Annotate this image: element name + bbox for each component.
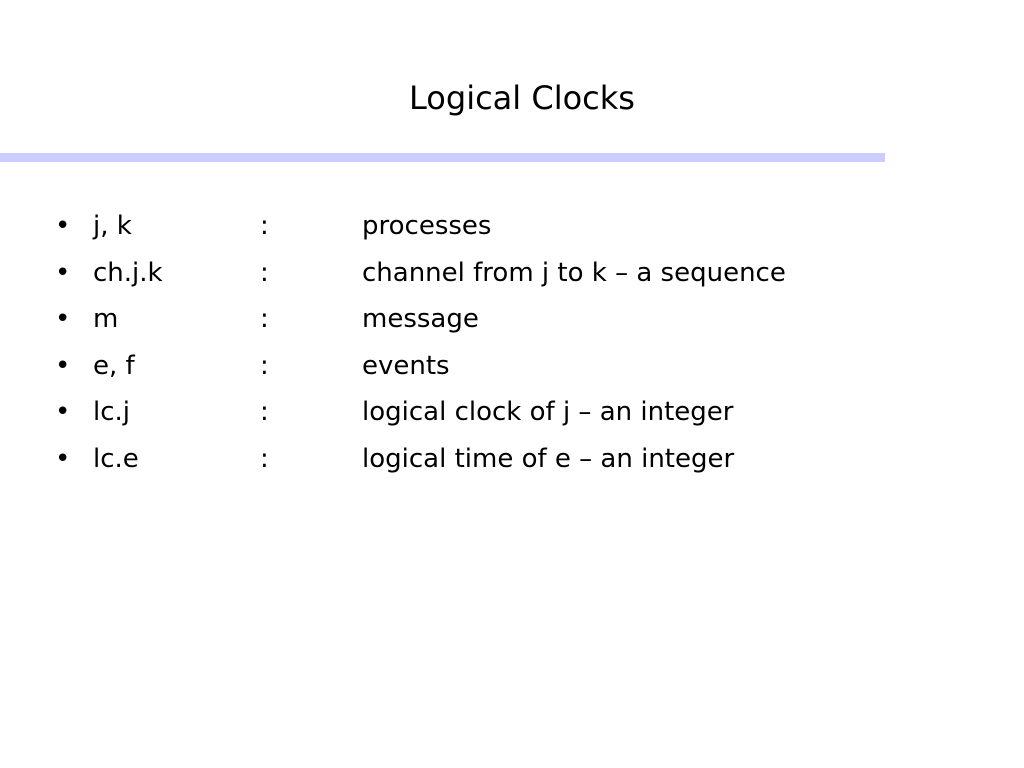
bullet-icon: • xyxy=(55,304,71,335)
title-divider xyxy=(0,153,885,162)
list-item: • ch.j.k : channel from j to k – a seque… xyxy=(0,250,900,297)
bullet-icon: • xyxy=(55,350,71,381)
bullet-icon: • xyxy=(55,257,71,288)
separator: : xyxy=(260,350,269,381)
term: lc.e xyxy=(93,443,139,474)
list-item: • lc.e : logical time of e – an integer xyxy=(0,436,900,483)
term: ch.j.k xyxy=(93,257,163,288)
description: channel from j to k – a sequence xyxy=(362,257,786,288)
bullet-icon: • xyxy=(55,443,71,474)
term: lc.j xyxy=(93,397,131,428)
list-item: • e, f : events xyxy=(0,343,900,390)
bullet-icon: • xyxy=(55,211,71,241)
description: message xyxy=(362,304,479,335)
description: processes xyxy=(362,211,492,241)
list-item: • j, k : processes xyxy=(0,203,900,250)
separator: : xyxy=(260,211,269,241)
slide-title: Logical Clocks xyxy=(409,79,635,117)
separator: : xyxy=(260,257,269,288)
description: events xyxy=(362,350,450,381)
term: j, k xyxy=(93,211,132,241)
separator: : xyxy=(260,304,269,335)
list-item: • m : message xyxy=(0,296,900,343)
term: e, f xyxy=(93,350,135,381)
term: m xyxy=(93,304,119,335)
list-item: • lc.j : logical clock of j – an integer xyxy=(0,389,900,436)
separator: : xyxy=(260,397,269,428)
separator: : xyxy=(260,443,269,474)
description: logical clock of j – an integer xyxy=(362,397,734,428)
definition-list: • j, k : processes • ch.j.k : channel fr… xyxy=(0,203,900,483)
description: logical time of e – an integer xyxy=(362,443,735,474)
bullet-icon: • xyxy=(55,397,71,428)
